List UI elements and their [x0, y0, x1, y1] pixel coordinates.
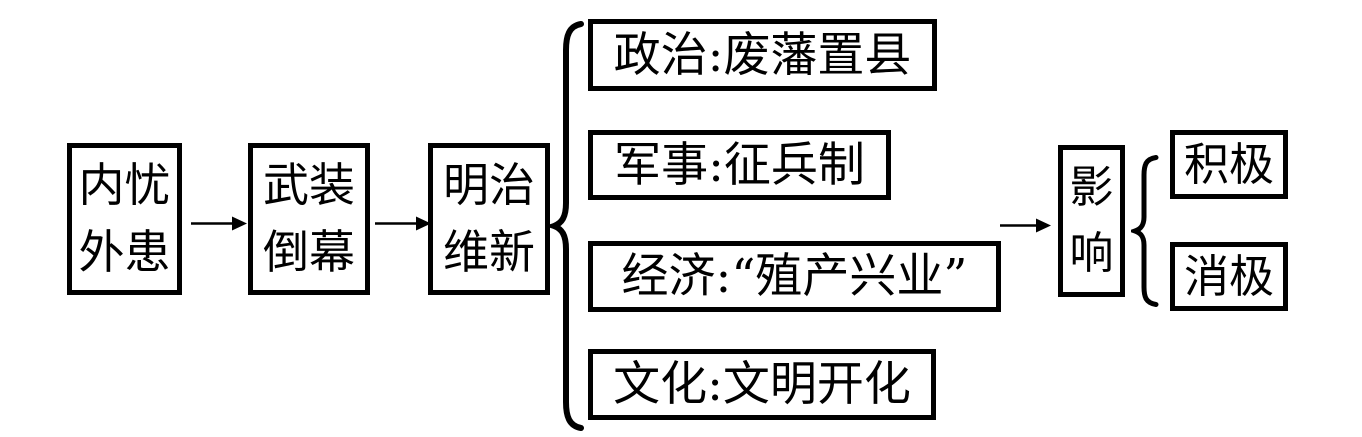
impact-line-1: 影 — [1069, 162, 1114, 213]
outcome-box-positive: 积极 — [1170, 130, 1288, 199]
process-line-1: 武装 — [263, 158, 355, 212]
left-curly-brace-icon — [1131, 155, 1159, 307]
left-curly-brace-icon — [550, 20, 584, 432]
outcome-positive-label: 积极 — [1183, 138, 1274, 191]
reform-politics-label: 政治:废藩置县 — [613, 27, 912, 83]
right-arrow-icon — [190, 215, 248, 232]
impact-line-2: 响 — [1069, 228, 1114, 279]
reform-box-economy: 经济:“殖产兴业” — [588, 241, 1001, 312]
reform-box-culture: 文化:文明开化 — [588, 349, 936, 420]
event-box: 明治 维新 — [428, 143, 550, 295]
reform-box-military: 军事:征兵制 — [588, 130, 891, 200]
reform-military-label: 军事:征兵制 — [614, 137, 865, 193]
process-box: 武装 倒幕 — [248, 143, 370, 295]
event-line-1: 明治 — [443, 158, 535, 212]
outcome-box-negative: 消极 — [1170, 242, 1288, 311]
right-arrow-icon — [374, 215, 432, 232]
event-line-2: 维新 — [443, 225, 535, 279]
cause-line-2: 外患 — [78, 225, 171, 279]
reform-culture-label: 文化:文明开化 — [613, 357, 911, 412]
reform-economy-label: 经济:“殖产兴业” — [621, 249, 968, 304]
outcome-negative-label: 消极 — [1183, 250, 1274, 303]
cause-box: 内忧 外患 — [67, 143, 182, 295]
cause-line-1: 内忧 — [78, 158, 171, 212]
right-arrow-icon — [1000, 217, 1052, 234]
reform-box-politics: 政治:废藩置县 — [588, 19, 937, 91]
process-line-2: 倒幕 — [263, 225, 355, 279]
impact-box: 影 响 — [1058, 145, 1125, 297]
